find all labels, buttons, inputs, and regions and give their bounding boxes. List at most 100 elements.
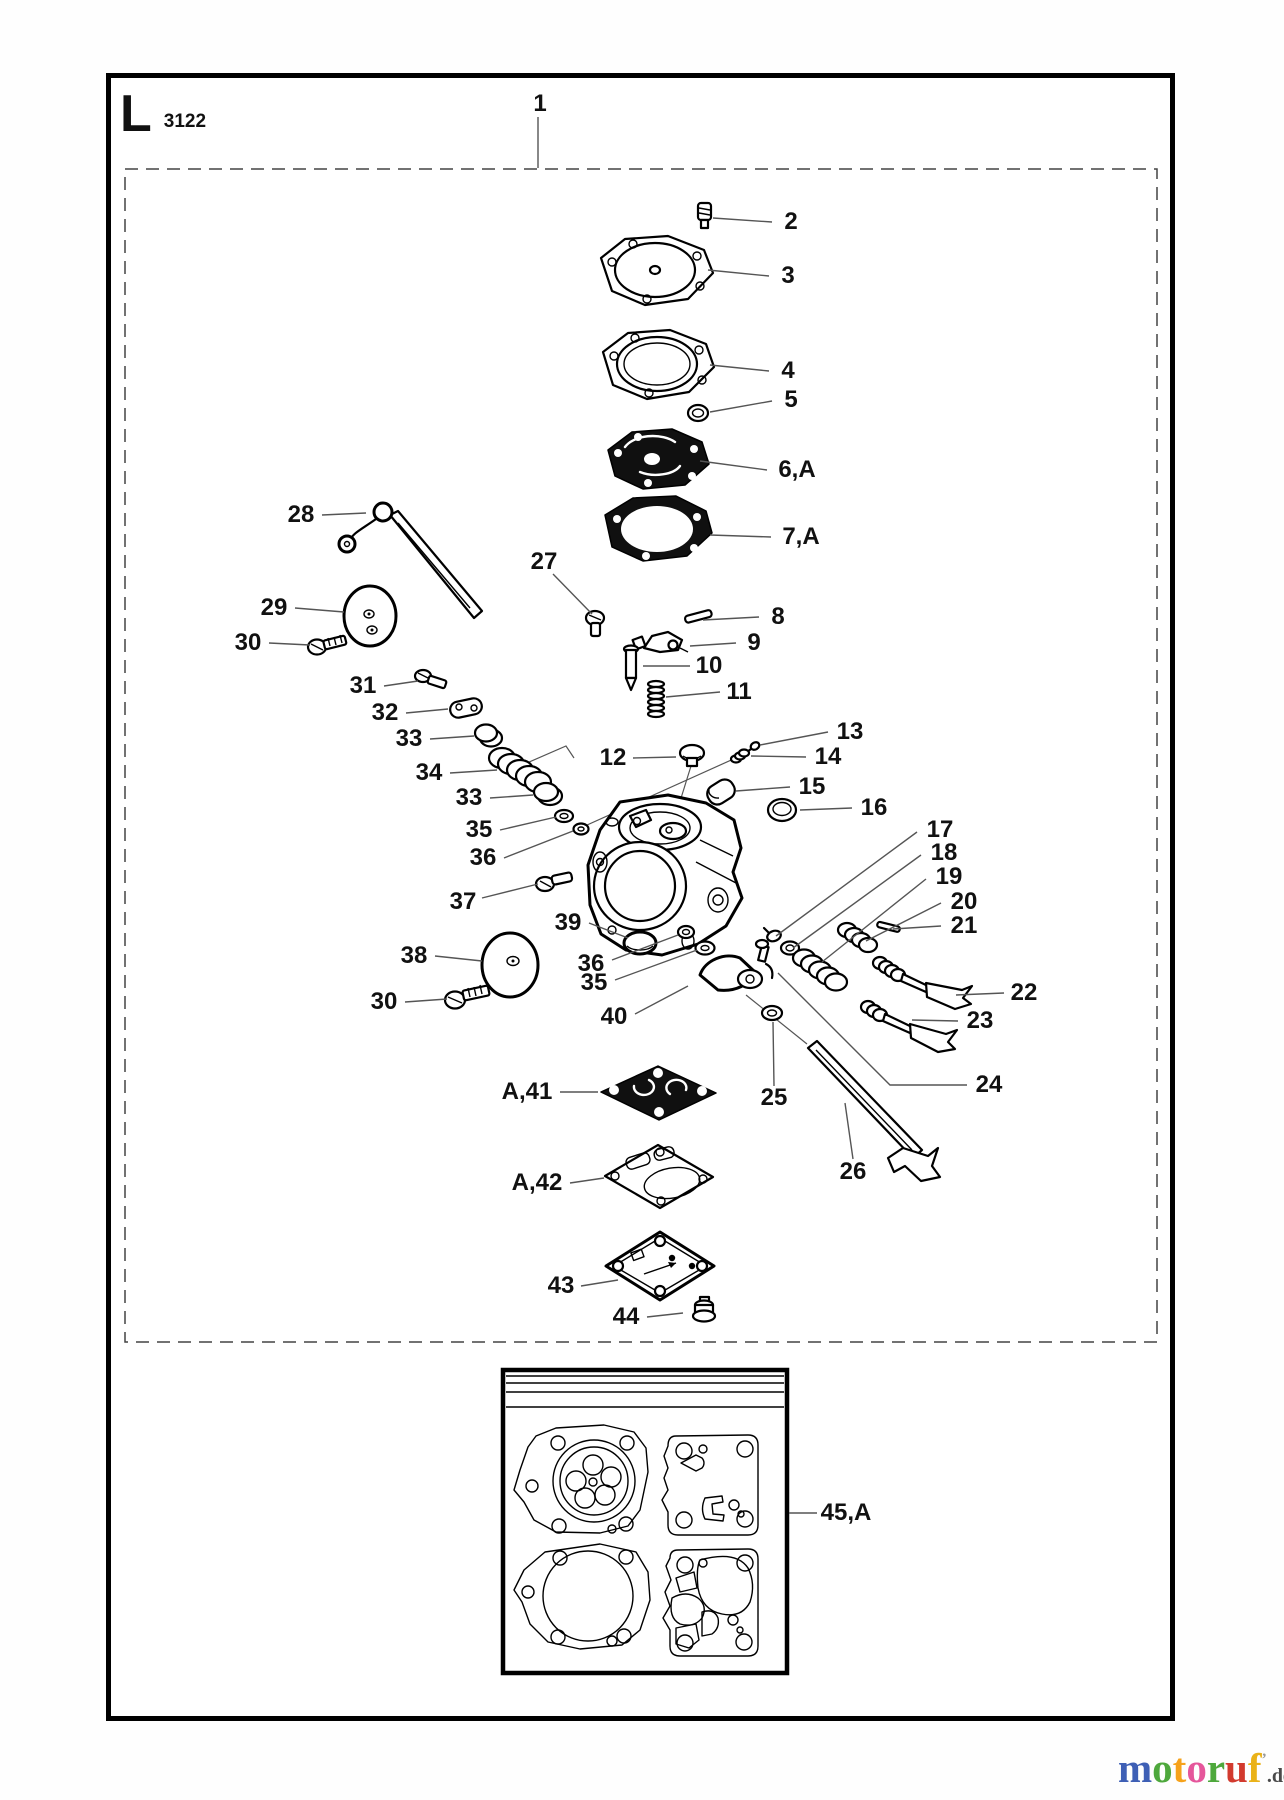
part-label-19: 19 — [935, 863, 963, 890]
logo-letter: m — [1118, 1745, 1153, 1791]
part-label-11: 11 — [726, 678, 752, 705]
part-7-metering-gasket — [604, 495, 713, 562]
leader-line — [792, 854, 922, 949]
leader-line — [665, 691, 721, 698]
part-29-choke-plate — [342, 584, 398, 648]
motoruf-logo[interactable]: motoruf’.de — [1118, 1748, 1284, 1789]
leader-line — [499, 816, 557, 831]
part-2-screw — [696, 201, 713, 230]
part-36-nut-lower — [676, 924, 696, 940]
part-label-23: 23 — [966, 1007, 994, 1034]
leader-line — [611, 934, 679, 961]
leader-line — [434, 955, 483, 962]
kit-pump-diaphragm — [661, 1434, 759, 1536]
leader-line — [799, 807, 853, 811]
part-label-8: 8 — [771, 603, 785, 630]
part-label-38: 38 — [400, 942, 428, 969]
part-3-cover-plate — [599, 234, 715, 307]
logo-letter: f — [1247, 1745, 1262, 1791]
part-label-25: 25 — [760, 1084, 788, 1111]
logo-letter: o — [1152, 1745, 1173, 1791]
leader-line — [569, 1177, 605, 1184]
part-label-34: 34 — [415, 759, 443, 786]
part-label-27: 27 — [530, 548, 558, 575]
part-label-43: 43 — [547, 1272, 575, 1299]
part-37-screw — [534, 871, 574, 893]
leader-line — [709, 364, 770, 372]
part-label-32: 32 — [371, 699, 399, 726]
part-label-28: 28 — [287, 501, 315, 528]
leader-line — [772, 1021, 775, 1087]
part-label-A-41: A,41 — [501, 1078, 553, 1105]
model-number: 3122 — [163, 111, 207, 132]
leader-line — [777, 972, 967, 1086]
part-5-oring — [686, 403, 710, 423]
part-label-31: 31 — [349, 672, 377, 699]
part-label-20: 20 — [950, 888, 978, 915]
logo-letter: o — [1186, 1745, 1207, 1791]
part-label-35: 35 — [465, 816, 493, 843]
leader-line — [489, 794, 534, 799]
part-label-24: 24 — [975, 1071, 1003, 1098]
part-label-2: 2 — [784, 208, 798, 235]
leader-line — [689, 642, 737, 647]
part-20-spring — [836, 921, 879, 954]
part-36-nut-upper — [572, 822, 590, 836]
part-label-5: 5 — [784, 386, 798, 413]
part-30-screw-lower — [443, 984, 491, 1010]
leader-line — [709, 400, 773, 413]
part-label-26: 26 — [839, 1158, 867, 1185]
part-label-29: 29 — [260, 594, 288, 621]
part-17-clip — [762, 926, 782, 943]
part-27-screw — [584, 609, 606, 638]
part-label-36: 36 — [469, 844, 497, 871]
kit-metering-gasket — [513, 1543, 651, 1650]
kit-metering-diaphragm — [513, 1424, 649, 1534]
section-letter: L — [120, 85, 152, 143]
leader-line — [404, 998, 448, 1003]
leader-line — [702, 616, 760, 621]
part-38-throttle-plate — [480, 931, 540, 999]
leader-line — [268, 642, 311, 646]
part-43-pump-cover — [604, 1230, 716, 1302]
leader-line — [449, 769, 498, 774]
leader-line — [865, 902, 942, 942]
part-label-44: 44 — [612, 1303, 640, 1330]
part-13-screw-tiny — [745, 741, 761, 754]
leader-lines — [268, 117, 1005, 1514]
part-11-spring — [646, 679, 666, 719]
leader-line — [632, 756, 677, 759]
part-label-17: 17 — [926, 816, 954, 843]
part-label-6-A: 6,A — [778, 456, 816, 483]
part-26-throttle-rod — [806, 1039, 942, 1183]
part-16-welch-plug — [766, 797, 798, 823]
part-35-washer-lower — [694, 940, 716, 956]
part-14-spring-tiny — [729, 748, 751, 764]
leader-line — [614, 949, 698, 981]
section-heading: L 3122 — [120, 88, 206, 140]
part-33-bushing-lower — [532, 781, 564, 807]
leader-line — [634, 985, 689, 1015]
part-34-spring — [487, 746, 553, 794]
leader-line — [709, 534, 772, 538]
leader-line — [775, 831, 918, 937]
part-label-1: 1 — [533, 90, 547, 117]
gasket-kit-bag — [500, 1367, 790, 1676]
part-42-pump-gasket — [603, 1143, 715, 1210]
part-12-plug — [678, 743, 706, 768]
part-25-washer — [760, 1004, 784, 1022]
part-label-4: 4 — [781, 357, 795, 384]
part-label-9: 9 — [747, 629, 761, 656]
leader-line — [750, 755, 807, 758]
leader-line — [481, 883, 539, 899]
part-label-33: 33 — [455, 784, 483, 811]
part-label-36: 36 — [577, 950, 605, 977]
leader-line — [911, 1019, 959, 1022]
part-label-14: 14 — [814, 743, 842, 770]
part-label-45-A: 45,A — [820, 1499, 872, 1526]
part-44-plug — [691, 1295, 717, 1323]
part-21-pin — [876, 920, 901, 933]
leader-line — [955, 992, 1005, 996]
